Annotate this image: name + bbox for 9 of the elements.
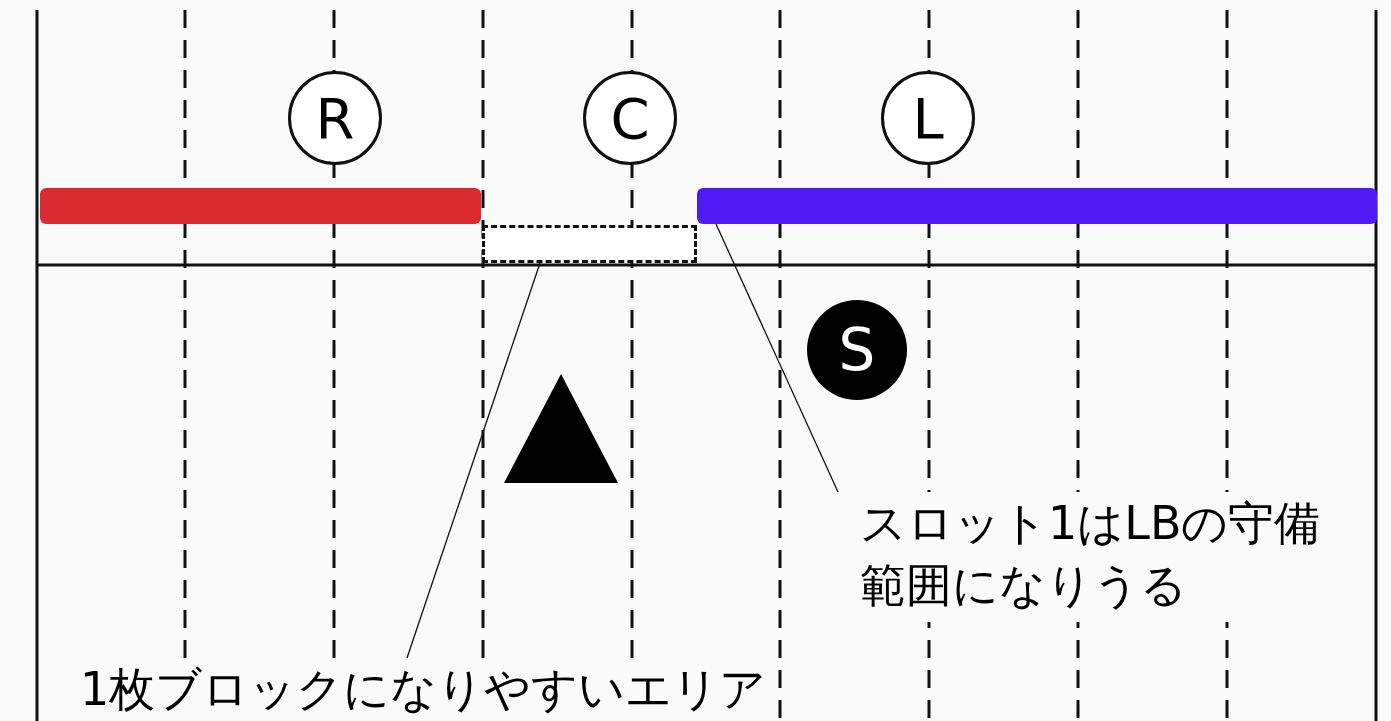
line-bar xyxy=(697,188,1377,224)
leader-line xyxy=(406,262,541,659)
position-circle: R xyxy=(288,71,382,165)
position-circle: L xyxy=(881,71,975,165)
position-circle: C xyxy=(583,71,677,165)
position-circle: S xyxy=(807,300,907,400)
dashed-box xyxy=(482,225,697,263)
leader-line xyxy=(715,223,839,493)
line-bar xyxy=(40,188,481,224)
